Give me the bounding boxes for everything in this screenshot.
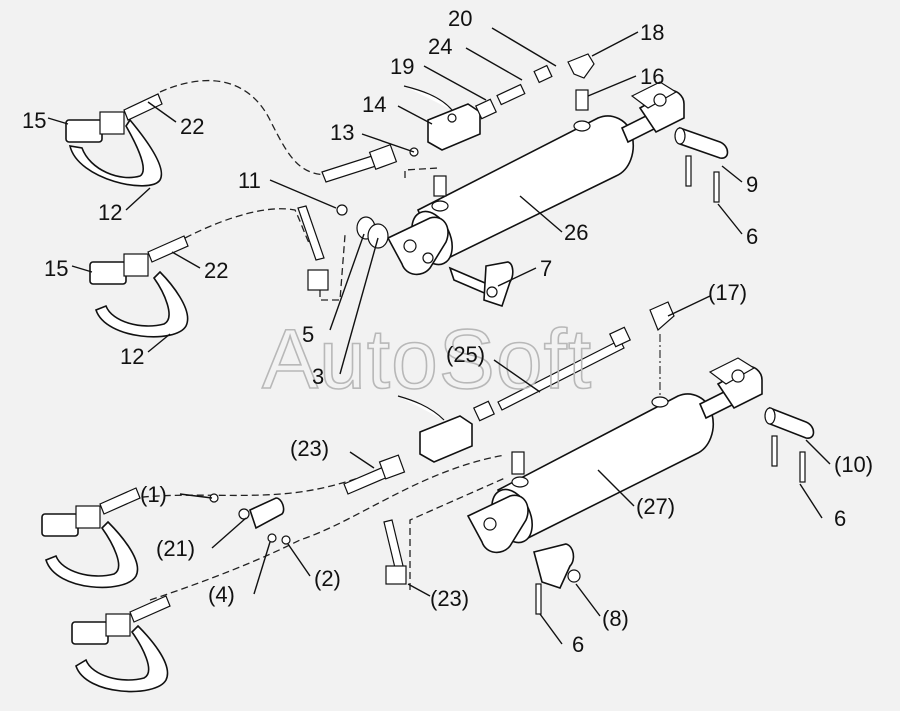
coupler-bottom-2 <box>71 595 171 693</box>
callout-20: 20 <box>448 6 472 31</box>
leader-lines <box>47 27 831 645</box>
pin-9 <box>674 126 729 203</box>
callout-17: (17) <box>708 280 747 305</box>
cylinder-27 <box>466 301 763 554</box>
callout-23-bottom: (23) <box>430 586 469 611</box>
callout-6-bottom-right: 6 <box>834 506 846 531</box>
callout-12-top: 12 <box>98 200 122 225</box>
callout-6-bottom: 6 <box>572 632 584 657</box>
valve-25 <box>397 326 632 463</box>
callout-2: (2) <box>314 566 341 591</box>
pin-8 <box>533 543 581 615</box>
bottom-cylinder-group <box>41 301 815 693</box>
callout-15-top: 15 <box>22 108 46 133</box>
callout-7: 7 <box>540 256 552 281</box>
callout-11: 11 <box>238 168 261 193</box>
callout-27: (27) <box>636 494 675 519</box>
callout-4: (4) <box>208 582 235 607</box>
fitting-13 <box>321 144 419 183</box>
callout-6-top: 6 <box>746 224 758 249</box>
callout-23-top: (23) <box>290 436 329 461</box>
pin-7 <box>448 261 514 308</box>
callout-12-middle: 12 <box>120 344 144 369</box>
callout-22-middle: 22 <box>204 258 228 283</box>
fitting-23 <box>343 454 407 585</box>
callout-26: 26 <box>564 220 588 245</box>
callout-labels: 20 24 18 19 16 14 13 15 22 11 9 26 12 6 … <box>22 6 873 657</box>
coupler-bottom-1 <box>41 487 141 589</box>
callout-16: 16 <box>640 64 664 89</box>
callout-25: (25) <box>446 342 485 367</box>
callout-1: (1) <box>140 482 167 507</box>
callout-18: 18 <box>640 20 664 45</box>
cylinder-26 <box>386 81 685 276</box>
fittings-11-5-3 <box>297 204 389 291</box>
callout-22-top: 22 <box>180 114 204 139</box>
callout-8: (8) <box>602 606 629 631</box>
callout-13: 13 <box>330 120 354 145</box>
clamp-21 <box>209 493 291 545</box>
callout-3: 3 <box>312 364 324 389</box>
watermark: AutoSoft <box>262 312 592 406</box>
pin-10 <box>764 406 815 483</box>
callout-9: 9 <box>746 172 758 197</box>
callout-15-middle: 15 <box>44 256 68 281</box>
callout-14: 14 <box>362 92 386 117</box>
callout-10: (10) <box>834 452 873 477</box>
valve-14 <box>403 53 595 151</box>
callout-24: 24 <box>428 34 452 59</box>
top-cylinder-group <box>65 53 729 338</box>
coupler-15-middle <box>89 235 189 338</box>
coupler-15-top <box>65 93 163 187</box>
callout-5: 5 <box>302 322 314 347</box>
callout-19: 19 <box>390 54 414 79</box>
callout-21: (21) <box>156 536 195 561</box>
